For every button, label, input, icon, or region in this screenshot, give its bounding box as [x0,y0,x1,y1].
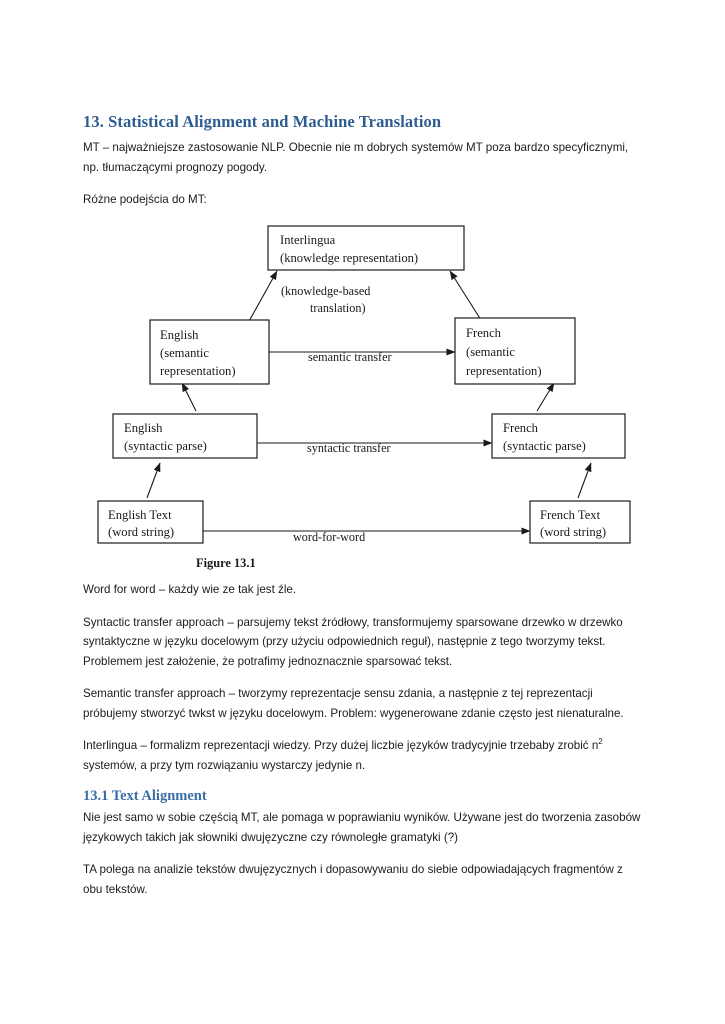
box-french-text-line1: French Text [540,508,601,522]
box-interlingua [267,225,465,271]
paragraph-interlingua-before-sup: Interlingua – formalizm reprezentacji wi… [83,739,599,752]
paragraph-semantic-transfer: Semantic transfer approach – tworzymy re… [83,687,624,720]
page-title: 13. Statistical Alignment and Machine Tr… [83,112,442,131]
box-french-semantic [454,317,576,385]
box-french-text [529,500,631,544]
figure-13-1: Interlingua (knowledge representation) (… [0,215,725,580]
section-paragraph-2: TA polega na analizie tekstów dwujęzyczn… [83,863,623,896]
box-interlingua-line2: (knowledge representation) [280,251,418,265]
box-english-text-line2: (word string) [108,525,174,539]
box-interlingua-line1: Interlingua [280,233,336,247]
box-english-semantic-line2: (semantic [160,346,209,360]
box-french-semantic-line2: (semantic [466,345,515,359]
label-knowledge-based-line2: translation) [310,301,366,315]
box-english-semantic-line1: English [160,328,199,342]
box-french-text-line2: (word string) [540,525,606,539]
edge-french-syntactic-to-french-semantic [536,382,555,412]
box-french-semantic-line3: representation) [466,364,542,378]
label-syntactic-transfer: syntactic transfer [307,441,391,455]
box-english-text [97,500,204,544]
label-knowledge-based-line1: (knowledge-based [281,284,370,298]
box-english-semantic [149,319,270,385]
intro-paragraph: MT – najważniejsze zastosowanie NLP. Obe… [83,141,629,174]
box-french-syntactic [491,413,626,459]
paragraph-syntactic-transfer: Syntactic transfer approach – parsujemy … [83,615,623,668]
paragraph-word-for-word: Word for word – każdy wie ze tak jest źl… [83,583,297,596]
section-heading-13-1: 13.1 Text Alignment [83,788,207,804]
box-english-semantic-line3: representation) [160,364,236,378]
document-body-lower: Word for word – każdy wie ze tak jest źl… [83,580,643,912]
box-french-syntactic-line2: (syntactic parse) [503,439,586,453]
edge-english-semantic-to-interlingua [247,270,278,324]
figure-13-1-svg: Interlingua (knowledge representation) (… [97,225,631,570]
box-english-text-line1: English Text [108,508,172,522]
figure-caption: Figure 13.1 [196,556,256,570]
edge-english-text-to-english-syntactic [146,462,161,499]
paragraph-interlingua-after-sup: systemów, a przy tym rozwiązaniu wystarc… [83,758,366,772]
edge-english-syntactic-to-english-semantic [181,382,197,412]
label-word-for-word: word-for-word [293,530,365,544]
box-english-syntactic-line2: (syntactic parse) [124,439,207,453]
label-semantic-transfer: semantic transfer [308,350,392,364]
section-paragraph-1: Nie jest samo w sobie częścią MT, ale po… [83,811,641,844]
paragraph-interlingua-superscript: 2 [598,737,603,747]
paragraph-interlingua: Interlingua – formalizm reprezentacji wi… [83,736,643,775]
box-english-syntactic-line1: English [124,421,163,435]
box-french-syntactic-line1: French [503,421,539,435]
box-english-syntactic [112,413,258,459]
edge-french-semantic-to-interlingua [449,270,482,321]
document-content: 13. Statistical Alignment and Machine Tr… [83,112,643,223]
edge-french-text-to-french-syntactic [577,462,592,499]
approaches-lead-paragraph: Różne podejścia do MT: [83,193,207,206]
box-french-semantic-line1: French [466,326,502,340]
